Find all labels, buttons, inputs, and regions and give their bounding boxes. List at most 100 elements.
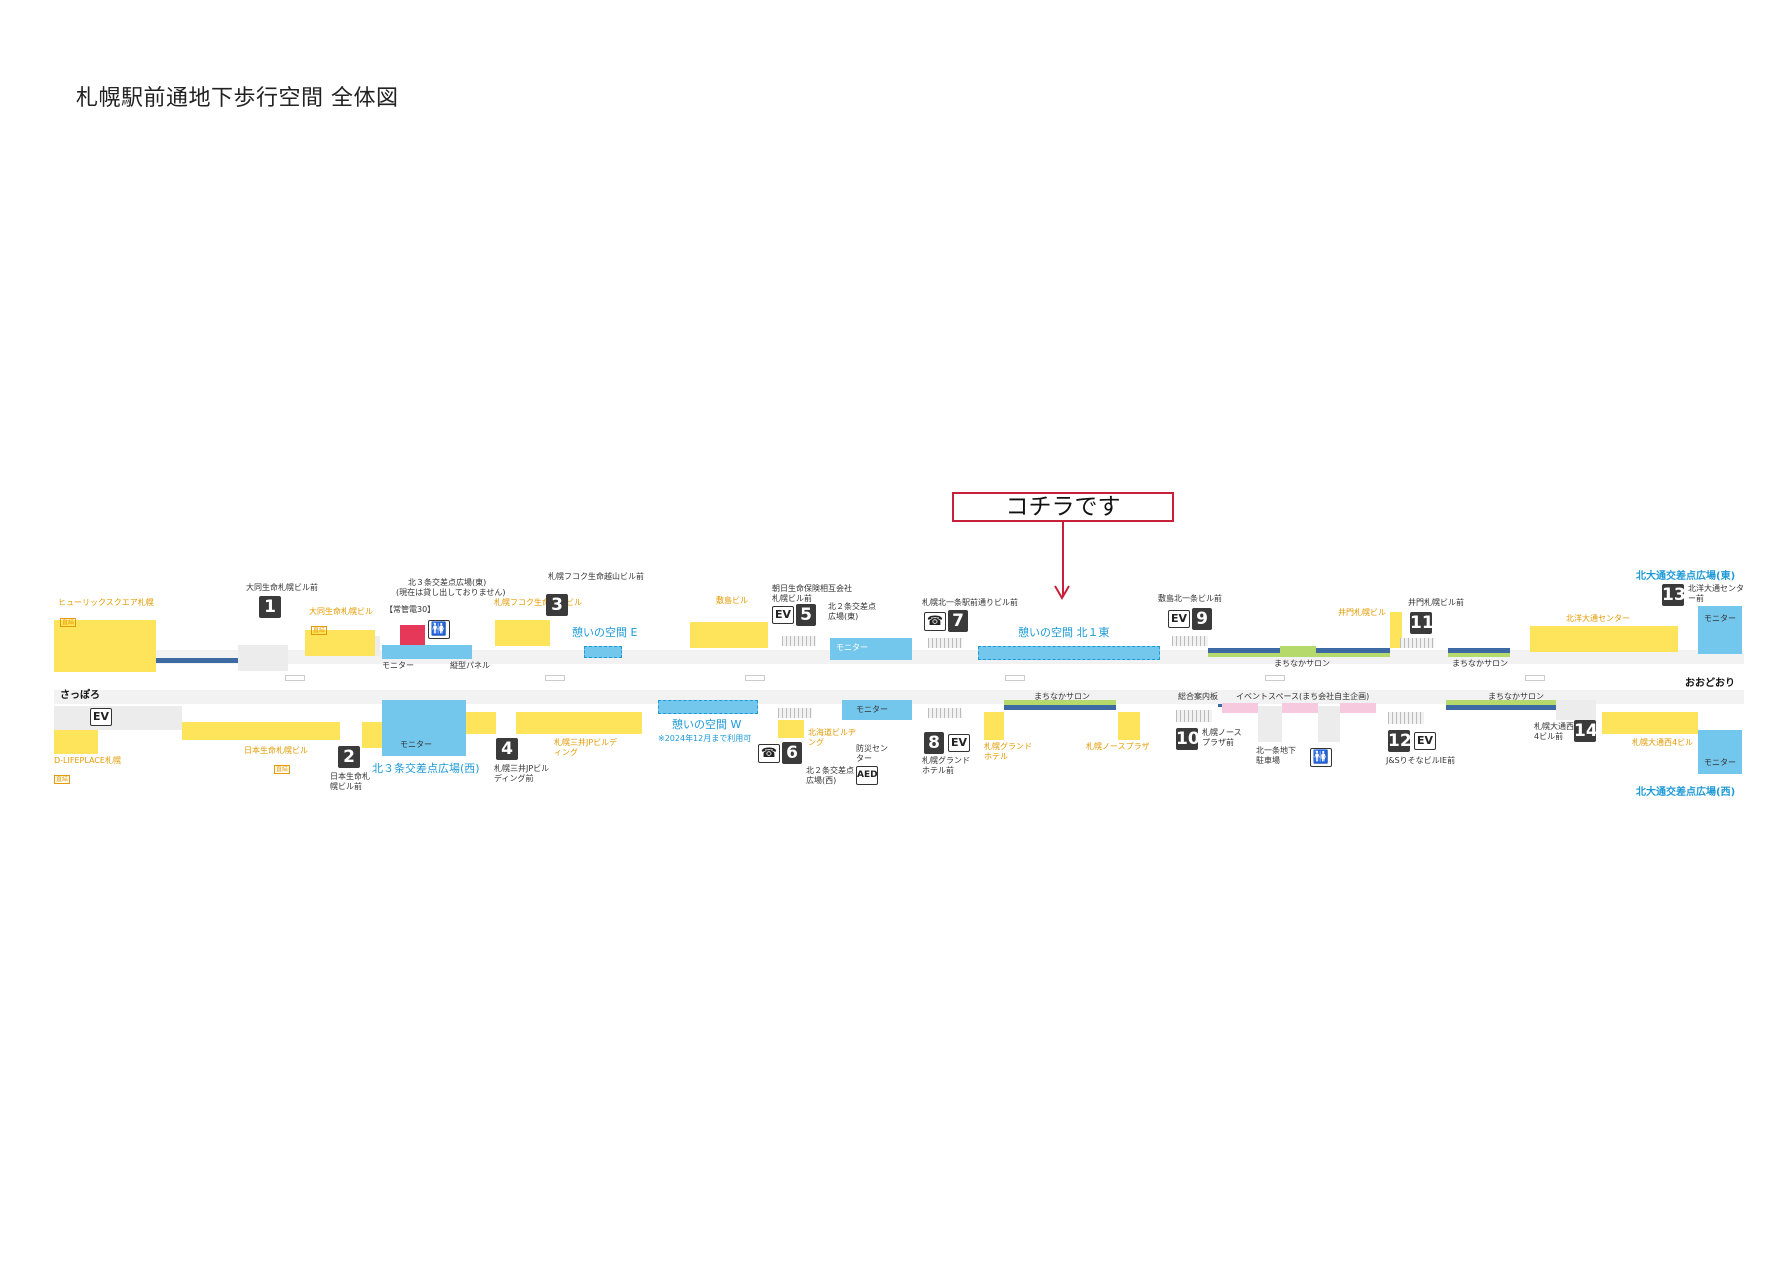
fukoku-building xyxy=(495,620,550,646)
event-space-label: イベントスペース(まち会社自主企画) xyxy=(1236,692,1370,701)
exit-10[interactable]: 10 xyxy=(1176,728,1200,750)
hulic-label: ヒューリックスクエア札幌 xyxy=(58,598,154,607)
salon-bar xyxy=(1004,700,1116,705)
grand-hotel-label: 札幌グランドホテル xyxy=(984,742,1032,761)
nishi4-label: 札幌大通西4ビル xyxy=(1632,738,1694,747)
kita2-east-label: 北２条交差点広場(東) xyxy=(828,602,876,621)
ikoi-w-label: 憩いの空間 W xyxy=(672,718,742,731)
asahi-label: 朝日生命保険相互会社札幌ビル前 xyxy=(772,584,852,603)
exit-2[interactable]: 2 xyxy=(338,746,360,768)
exit4-label: 札幌三井JPビルディング前 xyxy=(494,764,550,783)
arrow-down-icon xyxy=(1054,585,1070,600)
odori-west-plaza xyxy=(1698,730,1742,774)
you-are-here-callout: コチラです xyxy=(952,492,1174,522)
kita2-west-label: 北２条交差点広場(西) xyxy=(806,766,854,785)
exit-9[interactable]: 9 xyxy=(1192,608,1212,630)
stairs xyxy=(928,638,962,648)
direct-tag: 直結 xyxy=(311,626,328,635)
kita3-east-label: 北３条交差点広場(東) xyxy=(408,578,487,587)
aed-icon: AED xyxy=(856,766,878,785)
ev-icon: EV xyxy=(772,606,794,624)
page-title: 札幌駅前通地下歩行空間 全体図 xyxy=(76,86,399,111)
north-stripe xyxy=(156,658,238,663)
kita2-west-plaza xyxy=(842,700,912,720)
exit-12[interactable]: 12 xyxy=(1388,730,1412,752)
direct-tag: 直結 xyxy=(54,775,71,784)
exit14-label: 札幌大通西4ビル前 xyxy=(1534,722,1574,741)
south-building xyxy=(466,712,496,734)
imon-building xyxy=(1390,612,1402,648)
direct-tag: 直結 xyxy=(274,765,291,774)
station-odori: おおどおり xyxy=(1685,678,1735,689)
event-space xyxy=(1340,703,1376,713)
exit-3[interactable]: 3 xyxy=(546,594,568,616)
south-building xyxy=(362,722,382,748)
exit7-label: 札幌北一条駅前通りビル前 xyxy=(922,598,1018,607)
parking-ramp xyxy=(1258,706,1282,742)
toilet-icon: 🚻 xyxy=(1310,748,1332,767)
floor-marker xyxy=(545,675,565,681)
kita3-east-booth xyxy=(400,625,425,645)
hulic-building xyxy=(54,620,156,672)
stairs xyxy=(1176,710,1212,722)
floor-marker xyxy=(1005,675,1025,681)
exit-4[interactable]: 4 xyxy=(496,738,518,760)
hokkaido-label: 北海道ビルヂング xyxy=(808,728,856,747)
mitsui-building xyxy=(516,712,642,734)
monitor-label: モニター xyxy=(856,705,888,714)
north-plaza-label: 札幌ノースプラザ xyxy=(1086,742,1150,751)
exit11-label: 井門札幌ビル前 xyxy=(1408,598,1464,607)
stairs xyxy=(1400,638,1434,648)
exit-14[interactable]: 14 xyxy=(1574,720,1598,742)
exit-1[interactable]: 1 xyxy=(259,596,281,618)
ikoi-w-area xyxy=(658,700,758,714)
corridor-center-band xyxy=(54,664,1744,690)
north-plaza-building xyxy=(1118,712,1140,740)
mitsui-label: 札幌三井JPビルディング xyxy=(554,738,618,757)
grand-hotel-building xyxy=(984,712,1004,740)
floor-marker xyxy=(285,675,305,681)
exit2-label: 日本生命札幌ビル前 xyxy=(330,772,370,791)
exit10-label: 札幌ノースプラザ前 xyxy=(1202,728,1242,747)
kita3-west-plaza xyxy=(382,700,466,756)
nissay-building xyxy=(182,722,340,740)
stairs xyxy=(1388,712,1424,724)
exit13-label: 北洋大通センター前 xyxy=(1688,584,1744,603)
fukoku-label: 札幌フコク生命越山ビル xyxy=(494,598,582,607)
exit-6[interactable]: 6 xyxy=(782,742,802,764)
stairs xyxy=(1172,636,1208,646)
exit-11[interactable]: 11 xyxy=(1410,612,1434,634)
exit3-label: 札幌フコク生命越山ビル前 xyxy=(548,572,644,581)
ev-icon: EV xyxy=(90,708,112,726)
exit12-label: J&SりそなビルIE前 xyxy=(1386,756,1456,765)
hokkaido-building xyxy=(778,720,804,738)
exit-8[interactable]: 8 xyxy=(924,732,944,754)
toilet-icon: 🚻 xyxy=(428,620,450,639)
kita3-east-plaza xyxy=(382,645,472,659)
north-stripe xyxy=(1448,648,1510,653)
salon-label: まちなかサロン xyxy=(1452,659,1508,668)
salon-bar xyxy=(1448,653,1510,657)
nissay-label: 日本生命札幌ビル xyxy=(244,746,308,755)
exit-7[interactable]: 7 xyxy=(948,610,968,632)
imon-label: 井門札幌ビル xyxy=(1338,608,1386,617)
parking-label: 北一条地下駐車場 xyxy=(1256,746,1296,765)
vertical-panel-label: 縦型パネル xyxy=(450,661,490,670)
exit-13[interactable]: 13 xyxy=(1662,584,1686,606)
event-space xyxy=(1282,703,1318,713)
parking-ramp xyxy=(1318,706,1340,742)
exit-5[interactable]: 5 xyxy=(796,604,816,626)
ikoi-w-note: ※2024年12月まで利用可 xyxy=(658,734,752,743)
station-sapporo: さっぽろ xyxy=(60,690,100,701)
hokuyo-label: 北洋大通センター xyxy=(1566,614,1630,623)
phone-icon: ☎ xyxy=(924,612,946,631)
nishi4-building xyxy=(1602,712,1698,734)
floor-marker xyxy=(745,675,765,681)
event-space xyxy=(1222,703,1258,713)
north-wall xyxy=(238,645,288,671)
bousai-label: 防災センター xyxy=(856,744,888,763)
ev-icon: EV xyxy=(948,734,970,752)
stairs xyxy=(782,636,816,646)
callout-arrow-line xyxy=(1062,522,1064,596)
